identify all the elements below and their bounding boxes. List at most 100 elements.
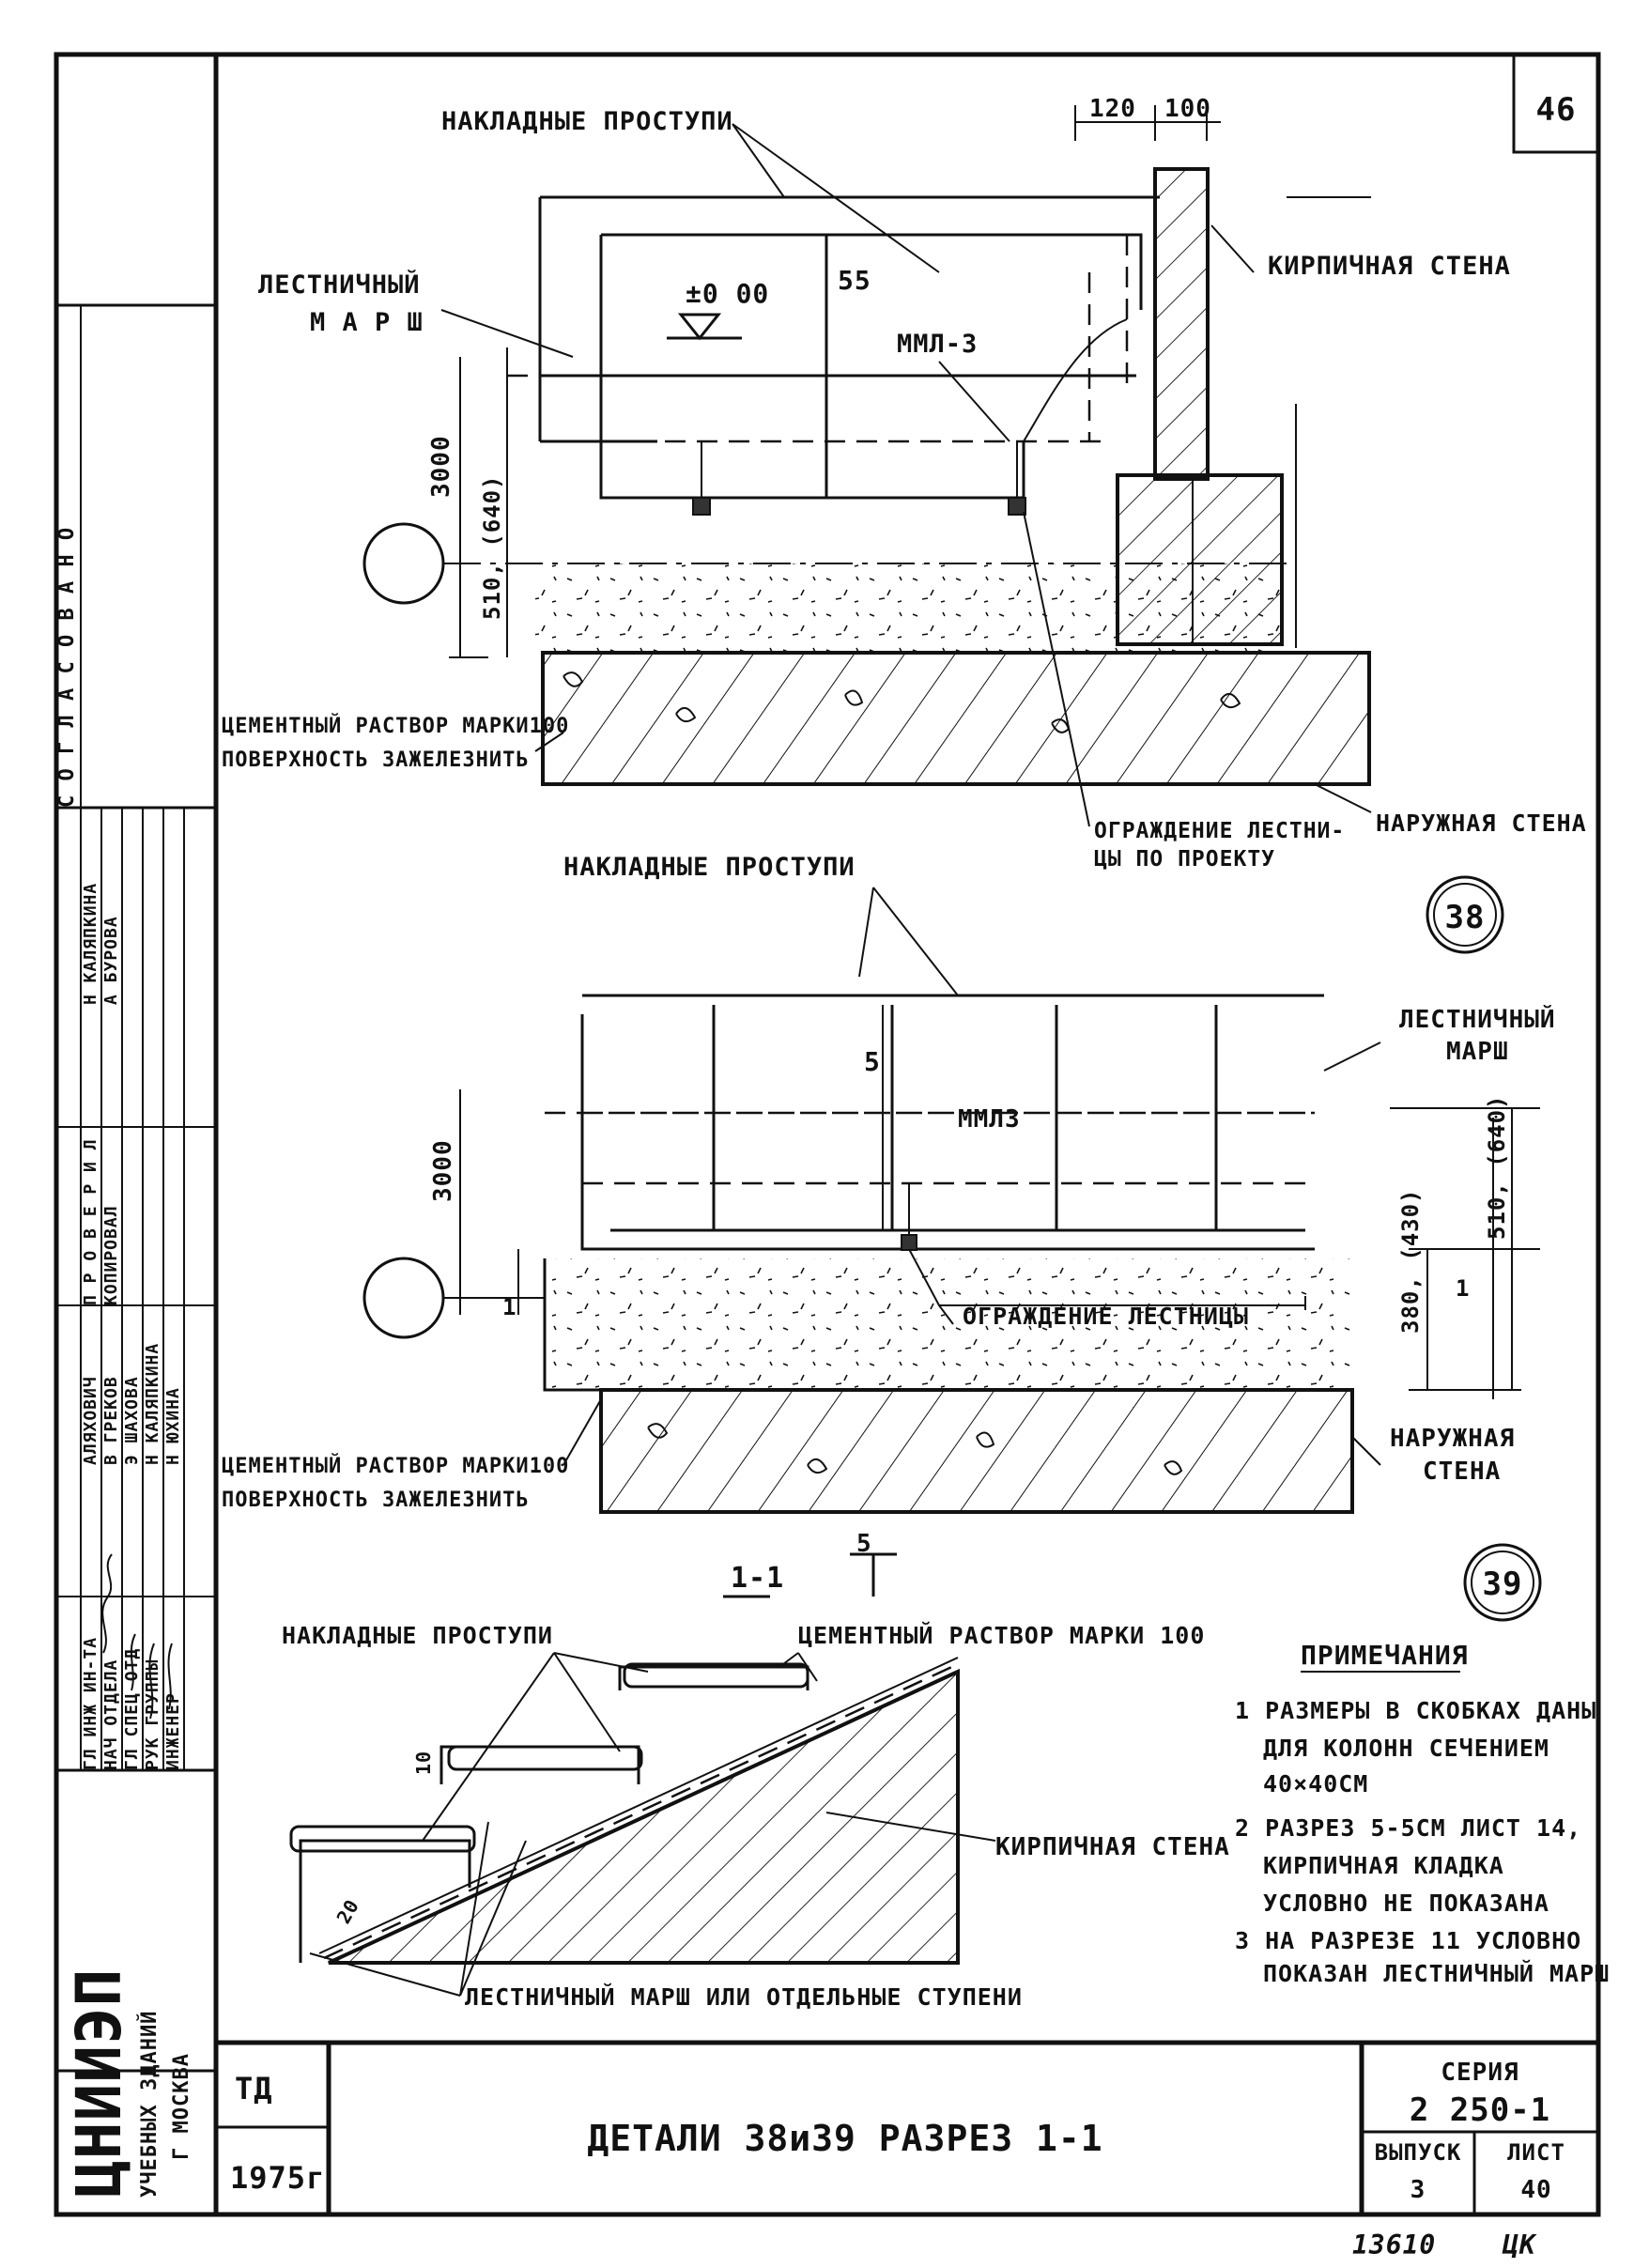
stamp-checked_name: Н КАЛЯПКИНА	[81, 883, 100, 1005]
column	[1116, 473, 1284, 646]
stamp-roles-1: НАЧ ОТДЕЛА	[101, 1659, 121, 1770]
notes-lines-3: 2 РАЗРЕЗ 5-5СМ ЛИСТ 14,	[1235, 1814, 1581, 1842]
notes-lines-7: ПОКАЗАН ЛЕСТНИЧНЫЙ МАРШ	[1263, 1960, 1610, 1987]
axis-marker	[362, 522, 445, 605]
stamp-roles-3: РУК ГРУППЫ	[143, 1659, 162, 1770]
brick-wall-hatch	[1153, 167, 1210, 481]
title_block-year: 1975г	[230, 2160, 325, 2196]
detail38-flight_l1: ЛЕСТНИЧНЫЙ	[258, 270, 421, 300]
detail39-cement2: ПОВЕРХНОСТЬ ЗАЖЕЛЕЗНИТЬ	[222, 1489, 530, 1512]
detail39-outer_wall2: СТЕНА	[1423, 1458, 1501, 1486]
detail38-level: ±0 00	[686, 278, 769, 309]
title-block: ТД 1975г ДЕТАЛИ 38и39 РАЗРЕЗ 1-1 СЕРИЯ 2…	[216, 2040, 1598, 2214]
stamp-checked_label: П Р О В Е Р И Л	[81, 1138, 100, 1305]
detail-39-badge: 39	[1483, 1566, 1523, 1603]
detail39-dim_5: 5	[864, 1046, 881, 1077]
detail38-outer_wall: НАРУЖНАЯ СТЕНА	[1376, 810, 1587, 837]
tread-1	[289, 1825, 476, 1853]
footer-code: ЦК	[1502, 2229, 1537, 2260]
detail39-dim_510: 510, (640)	[1484, 1095, 1510, 1241]
detail39-flight_l1: ЛЕСТНИЧНЫЙ	[1399, 1004, 1556, 1034]
title_block-sheet_value: 40	[1520, 2176, 1551, 2204]
detail38-cement2: ПОВЕРХНОСТЬ ЗАЖЕЛЕЗНИТЬ	[222, 748, 530, 772]
detail39-dim_380: 380, (430)	[1397, 1189, 1424, 1335]
footer-number: 13610	[1352, 2229, 1436, 2260]
title_block-code: ТД	[235, 2071, 273, 2106]
stamp-roles-0: ГЛ ИНЖ ИН-ТА	[81, 1637, 100, 1770]
detail39-dim_1a: 1	[502, 1294, 516, 1320]
outer-wall-hatch	[541, 651, 1371, 786]
section-1-1: 1-1 10 20 НАКЛАДНЫЕ ПРОСТУПИ ЦЕМЕНТНЫЙ Р…	[282, 1562, 1230, 2011]
detail39-cement1: ЦЕМЕНТНЫЙ РАСТВОР МАРКИ100	[222, 1454, 569, 1478]
stamp-names-1: В ГРЕКОВ	[101, 1376, 121, 1465]
detail38-dim_55: 55	[838, 265, 871, 296]
stamp-org_city: Г МОСКВА	[170, 2053, 193, 2160]
section11-cement: ЦЕМЕНТНЫЙ РАСТВОР МАРКИ 100	[798, 1622, 1205, 1649]
detail39-section_mark: 5	[856, 1530, 872, 1558]
sheet-frame	[54, 52, 1601, 2217]
detail-39: НАКЛАДНЫЕ ПРОСТУПИ ЛЕСТНИЧНЫЙ МАРШ 5 ММЛ…	[222, 853, 1556, 1622]
detail-38-badge: 38	[1445, 899, 1486, 936]
section11-treads: НАКЛАДНЫЕ ПРОСТУПИ	[282, 1622, 553, 1649]
stamp-names-0: АЛЯХОВИЧ	[81, 1376, 100, 1465]
notes-lines-6: 3 НА РАЗРЕЗЕ 11 УСЛОВНО	[1235, 1927, 1581, 1954]
section11-brick_wall: КИРПИЧНАЯ СТЕНА	[995, 1833, 1230, 1861]
tread-2	[447, 1745, 643, 1771]
stamp-org-name: ЦНИИЭП	[63, 1968, 135, 2198]
detail39-railing: ОГРАЖДЕНИЕ ЛЕСТНИЦЫ	[963, 1303, 1249, 1330]
title_block-issue_value: 3	[1410, 2176, 1426, 2204]
section-cut-mark	[850, 1552, 897, 1597]
detail38-cement1: ЦЕМЕНТНЫЙ РАСТВОР МАРКИ100	[222, 714, 569, 738]
notes: ПРИМЕЧАНИЯ 1 РАЗМЕРЫ В СКОБКАХ ДАНЫ ДЛЯ …	[1235, 1640, 1610, 1987]
detail39-flight_l2: МАРШ	[1446, 1038, 1509, 1066]
section-title: 1-1	[731, 1562, 784, 1595]
detail-38: НАКЛАДНЫЕ ПРОСТУПИ ЛЕСТНИЧНЫЙ М А Р Ш ±0…	[222, 95, 1587, 954]
detail38-railing2: ЦЫ ПО ПРОЕКТУ	[1094, 847, 1275, 872]
title_block-series_label: СЕРИЯ	[1441, 2059, 1518, 2087]
detail38-mml: ММЛ-3	[897, 330, 978, 359]
detail38-dim_120: 120	[1089, 95, 1136, 123]
approval-stamp: С О Г Л А С О В А Н О ГЛ ИНЖ ИН-ТА НАЧ О…	[55, 303, 216, 2198]
section11-dim_10: 10	[412, 1751, 435, 1775]
sheet-number-box	[1512, 53, 1600, 154]
stamp-copied_name: А БУРОВА	[101, 916, 121, 1005]
stamp-agreed: С О Г Л А С О В А Н О	[55, 527, 79, 808]
title_block-issue_label: ВЫПУСК	[1375, 2139, 1462, 2166]
title_block-sheet_label: ЛИСТ	[1507, 2139, 1565, 2166]
tread-3	[623, 1662, 809, 1689]
stamp-copied_label: КОПИРОВАЛ	[101, 1205, 121, 1305]
detail39-title_top: НАКЛАДНЫЕ ПРОСТУПИ	[563, 853, 856, 882]
stamp-roles-2: ГЛ СПЕЦ ОТД	[122, 1648, 142, 1770]
detail39-mml: ММЛ3	[958, 1105, 1021, 1134]
detail39-outer_wall1: НАРУЖНАЯ	[1390, 1425, 1515, 1453]
stamp-roles-4: ИНЖЕНЕР	[163, 1692, 183, 1770]
sheet-number: 46	[1536, 91, 1577, 129]
detail39-dim_3000: 3000	[429, 1139, 457, 1202]
detail38-dim_100: 100	[1164, 95, 1211, 123]
stamp-names-4: Н ЮХИНА	[163, 1387, 183, 1465]
detail38-title_top: НАКЛАДНЫЕ ПРОСТУПИ	[441, 107, 733, 136]
axis-marker-39	[362, 1257, 445, 1339]
section-brick-wall	[328, 1668, 960, 1965]
signatures	[101, 1553, 173, 1720]
notes-lines-4: КИРПИЧНАЯ КЛАДКА	[1263, 1852, 1504, 1879]
section11-flight: ЛЕСТНИЧНЫЙ МАРШ ИЛИ ОТДЕЛЬНЫЕ СТУПЕНИ	[465, 1983, 1023, 2011]
sheet-title: ДЕТАЛИ 38и39 РАЗРЕЗ 1-1	[587, 2118, 1102, 2159]
detail38-brick_wall: КИРПИЧНАЯ СТЕНА	[1268, 252, 1511, 281]
detail39-dim_1b: 1	[1456, 1275, 1470, 1302]
notes-lines-1: ДЛЯ КОЛОНН СЕЧЕНИЕМ	[1263, 1735, 1549, 1762]
section11-dim_20: 20	[332, 1895, 364, 1928]
notes-lines-2: 40×40СМ	[1263, 1770, 1368, 1797]
detail38-dim_3000: 3000	[427, 435, 455, 498]
notes-title: ПРИМЕЧАНИЯ	[1301, 1640, 1469, 1671]
outer-wall-hatch-39	[599, 1388, 1354, 1514]
stamp-org_subtitle: УЧЕБНЫХ ЗДАНИЙ	[137, 2011, 162, 2198]
stamp-names-2: Э ШАХОВА	[122, 1376, 142, 1465]
detail38-flight_l2: М А Р Ш	[310, 308, 424, 337]
detail38-railing1: ОГРАЖДЕНИЕ ЛЕСТНИ-	[1094, 819, 1345, 843]
stamp-names-3: Н КАЛЯПКИНА	[143, 1343, 162, 1465]
notes-lines-0: 1 РАЗМЕРЫ В СКОБКАХ ДАНЫ	[1235, 1697, 1596, 1724]
detail38-dim_510: 510, (640)	[479, 475, 505, 621]
title_block-series_value: 2 250-1	[1410, 2091, 1550, 2129]
